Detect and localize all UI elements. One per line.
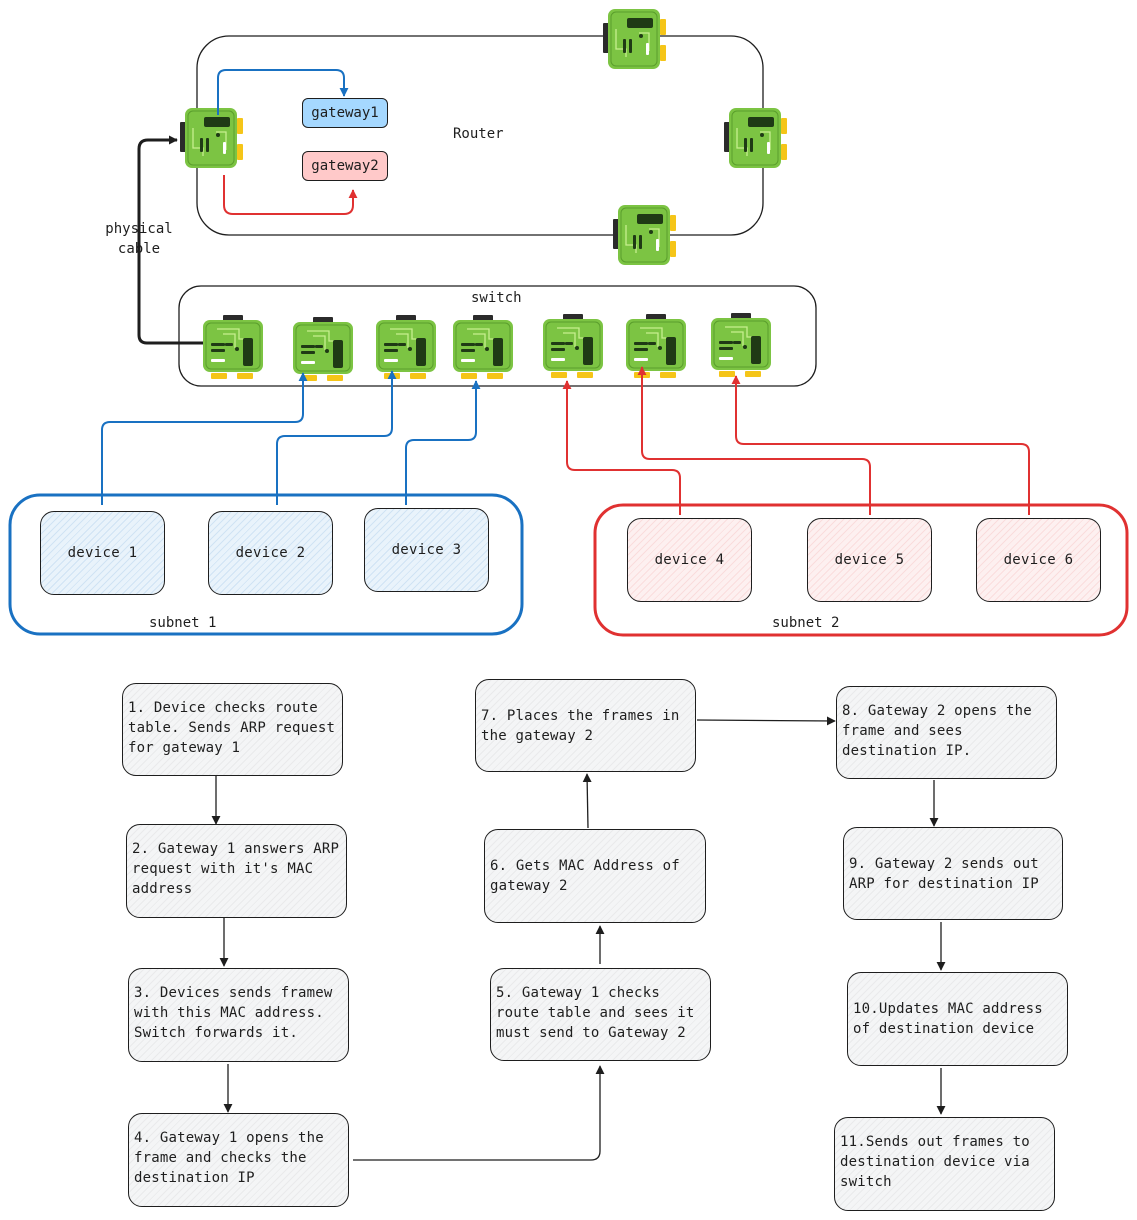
step-1: 1. Device checks route table. Sends ARP …: [122, 683, 343, 776]
switch-port-icon-7: [710, 312, 772, 378]
step-8: 8. Gateway 2 opens the frame and sees de…: [836, 686, 1057, 779]
switch-port-icon-3: [375, 314, 437, 380]
step-9-text: 9. Gateway 2 sends out ARP for destinati…: [849, 856, 1039, 892]
gateway1-box: gateway1: [302, 98, 388, 128]
link-device3-switch: [405, 380, 481, 505]
step-8-text: 8. Gateway 2 opens the frame and sees de…: [842, 703, 1032, 759]
step-3: 3. Devices sends framew with this MAC ad…: [128, 968, 349, 1062]
link-device1-switch: [101, 372, 308, 505]
switch-port-icon-4: [452, 314, 514, 380]
step-5: 5. Gateway 1 checks route table and sees…: [490, 968, 711, 1061]
subnet-1-label: subnet 1: [149, 615, 217, 631]
step-1-text: 1. Device checks route table. Sends ARP …: [128, 700, 336, 756]
device-1-box: device 1: [40, 511, 165, 595]
router-port-icon-bottom: [612, 204, 677, 266]
device-2-box: device 2: [208, 511, 333, 595]
device-6-box: device 6: [976, 518, 1101, 602]
physical-cable-label: physical cable: [105, 221, 173, 257]
physical-cable-arrow: [137, 135, 218, 345]
subnet-1-box: [8, 493, 524, 636]
link-device5-switch: [637, 366, 871, 515]
step-5-text: 5. Gateway 1 checks route table and sees…: [496, 985, 695, 1041]
router-port-icon-top: [602, 8, 667, 70]
step-3-text: 3. Devices sends framew with this MAC ad…: [134, 985, 333, 1041]
step-6-text: 6. Gets MAC Address of gateway 2: [490, 858, 680, 894]
gateway2-arrow: [223, 175, 358, 215]
device-4-box: device 4: [627, 518, 752, 602]
subnet-2-label: subnet 2: [772, 615, 840, 631]
step-10: 10.Updates MAC address of destination de…: [847, 972, 1068, 1066]
device-5-box: device 5: [807, 518, 932, 602]
step-10-text: 10.Updates MAC address of destination de…: [853, 1001, 1043, 1037]
flow-arrow-7-8: [696, 716, 836, 726]
step-7-text: 7. Places the frames in the gateway 2: [481, 708, 680, 744]
step-2-text: 2. Gateway 1 answers ARP request with it…: [132, 841, 340, 897]
switch-port-icon-1: [202, 314, 264, 380]
subnet-2-box: [593, 503, 1129, 637]
switch-label: switch: [471, 290, 522, 306]
link-device2-switch: [276, 370, 397, 505]
gateway1-arrow: [217, 69, 349, 115]
step-2: 2. Gateway 1 answers ARP request with it…: [126, 824, 347, 918]
step-6: 6. Gets MAC Address of gateway 2: [484, 829, 706, 923]
step-9: 9. Gateway 2 sends out ARP for destinati…: [843, 827, 1063, 920]
flow-arrow-6-7: [582, 773, 592, 829]
switch-port-icon-2: [292, 316, 354, 382]
switch-port-icon-5: [542, 313, 604, 379]
link-device6-switch: [731, 375, 1030, 515]
step-11: 11.Sends out frames to destination devic…: [834, 1117, 1055, 1211]
switch-port-icon-6: [625, 313, 687, 379]
router-port-icon-right: [723, 107, 788, 169]
router-label: Router: [453, 126, 504, 142]
flow-arrow-4-5: [353, 1065, 605, 1161]
step-11-text: 11.Sends out frames to destination devic…: [840, 1134, 1030, 1190]
step-4: 4. Gateway 1 opens the frame and checks …: [128, 1113, 349, 1207]
router-port-icon-left: [179, 107, 244, 169]
gateway2-box: gateway2: [302, 151, 388, 181]
link-device4-switch: [562, 380, 681, 515]
device-3-box: device 3: [364, 508, 489, 592]
step-4-text: 4. Gateway 1 opens the frame and checks …: [134, 1130, 324, 1186]
step-7: 7. Places the frames in the gateway 2: [475, 679, 696, 772]
